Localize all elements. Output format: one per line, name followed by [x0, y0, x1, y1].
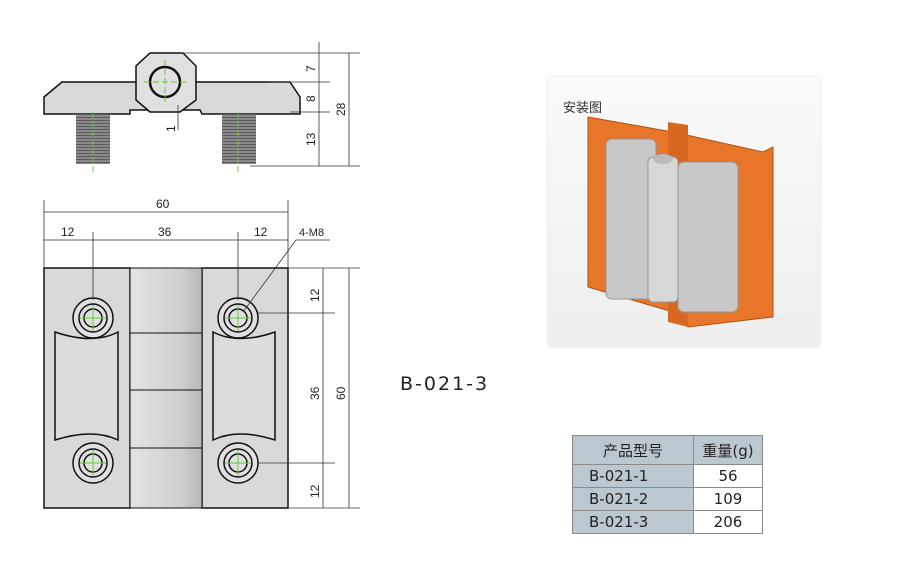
dim-overall-height: 60	[334, 386, 348, 400]
dim-13: 13	[304, 132, 318, 146]
dim-middle: 36	[158, 225, 172, 239]
dim-left: 12	[61, 225, 75, 239]
installation-photo: 安装图	[548, 77, 820, 347]
photo-label: 安装图	[563, 101, 603, 116]
dim-7: 7	[304, 65, 318, 72]
dim-28: 28	[334, 102, 348, 116]
front-view	[43, 267, 289, 509]
dim-v-mid: 36	[308, 386, 322, 400]
dim-v-bottom: 12	[308, 484, 322, 498]
table-row: B-021-2 109	[572, 487, 763, 511]
table-row: B-021-3 206	[572, 510, 763, 534]
weight-table: 产品型号 重量(g) B-021-1 56 B-021-2 109 B-021-…	[572, 435, 763, 534]
cell-model: B-021-1	[572, 464, 694, 488]
cell-weight: 206	[693, 510, 763, 534]
front-dimensions	[43, 200, 360, 509]
dim-right: 12	[254, 225, 268, 239]
dim-8: 8	[304, 95, 318, 102]
model-name: B-021-3	[400, 373, 490, 395]
cell-weight: 56	[693, 464, 763, 488]
header-model: 产品型号	[572, 435, 694, 465]
dim-v-top: 12	[308, 288, 322, 302]
dim-overall-width: 60	[156, 197, 170, 211]
cell-weight: 109	[693, 487, 763, 511]
side-dimensions	[177, 42, 360, 167]
hinge-render	[587, 116, 774, 328]
cell-model: B-021-3	[572, 510, 694, 534]
side-view	[43, 52, 301, 172]
thread-label: 4-M8	[299, 227, 324, 239]
header-weight: 重量(g)	[693, 435, 763, 465]
table-header-row: 产品型号 重量(g)	[572, 435, 763, 465]
dim-1: 1	[164, 125, 178, 132]
table-row: B-021-1 56	[572, 464, 763, 488]
cell-model: B-021-2	[572, 487, 694, 511]
